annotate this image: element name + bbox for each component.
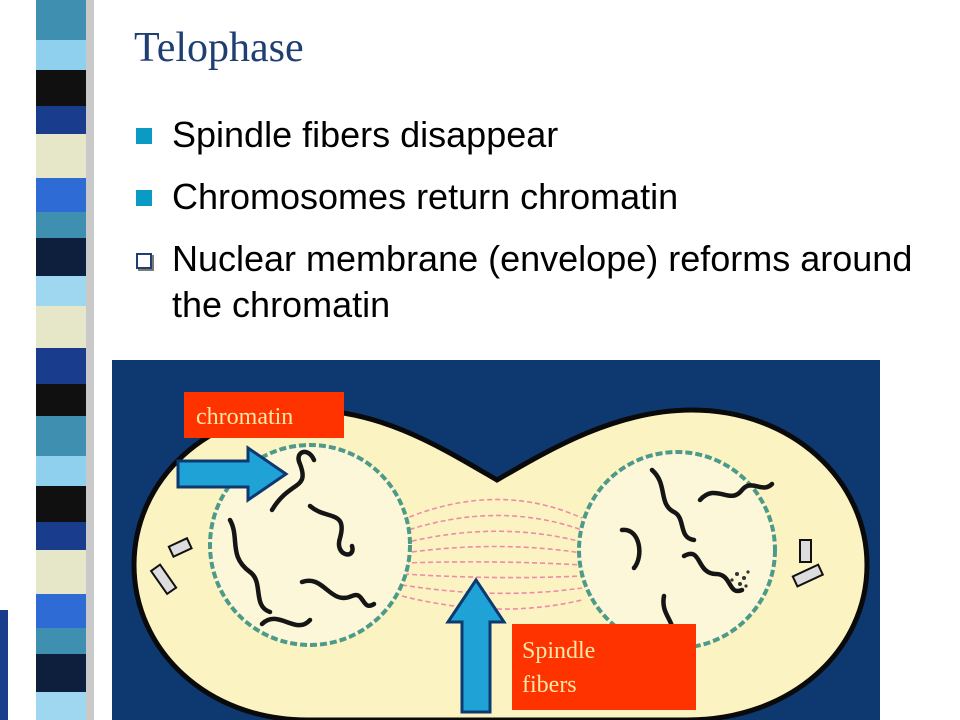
stripe-block: [36, 106, 86, 134]
stripe-block: [36, 550, 86, 594]
bullet-text: Chromosomes return chromatin: [172, 176, 679, 217]
square-bullet-icon: [136, 128, 152, 144]
bullet-item: Chromosomes return chromatin: [132, 174, 932, 220]
bullet-item: Spindle fibers disappear: [132, 112, 932, 158]
stripe-block: [36, 384, 86, 416]
checkbox-bullet-icon: [136, 253, 152, 269]
stripe-block: [36, 654, 86, 692]
stripe-block: [36, 692, 86, 720]
spindle-fibers-label: Spindle fibers: [512, 624, 696, 710]
stripe-block: [36, 0, 86, 40]
bullet-list: Spindle fibers disappear Chromosomes ret…: [132, 112, 932, 344]
stripe-block: [36, 486, 86, 522]
chromatin-label: chromatin: [184, 392, 344, 438]
stripe-block: [36, 456, 86, 486]
bullet-item: Nuclear membrane (envelope) reforms arou…: [132, 236, 932, 328]
stripe-block: [36, 594, 86, 628]
stripe-block: [36, 212, 86, 238]
stripe-block: [36, 40, 86, 70]
spindle-label-line1: Spindle: [522, 638, 596, 664]
stripe-block: [36, 134, 86, 178]
stripe-block: [36, 276, 86, 306]
chromatin-left: [227, 449, 377, 628]
square-bullet-icon: [136, 190, 152, 206]
stripe-block: [36, 348, 86, 384]
stripe-block: [36, 178, 86, 212]
decorative-stripe-band: [0, 0, 112, 720]
stripe-block: [36, 70, 86, 106]
stripe-block: [36, 306, 86, 348]
stripe-block: [36, 628, 86, 654]
stripe-block: [36, 416, 86, 456]
bullet-text: Spindle fibers disappear: [172, 114, 559, 155]
centriole-right: [791, 539, 825, 588]
chromatin-label-text: chromatin: [196, 404, 294, 430]
slide-title: Telophase: [134, 25, 304, 71]
centriole-left: [149, 536, 193, 596]
nucleus-right: [577, 450, 777, 650]
stripe-block: [36, 522, 86, 550]
stripe-block: [36, 238, 86, 276]
nucleus-left: [208, 443, 412, 647]
spindle-label-line2: fibers: [522, 672, 577, 698]
granule-cluster: [730, 570, 750, 588]
bullet-text: Nuclear membrane (envelope) reforms arou…: [172, 238, 913, 325]
